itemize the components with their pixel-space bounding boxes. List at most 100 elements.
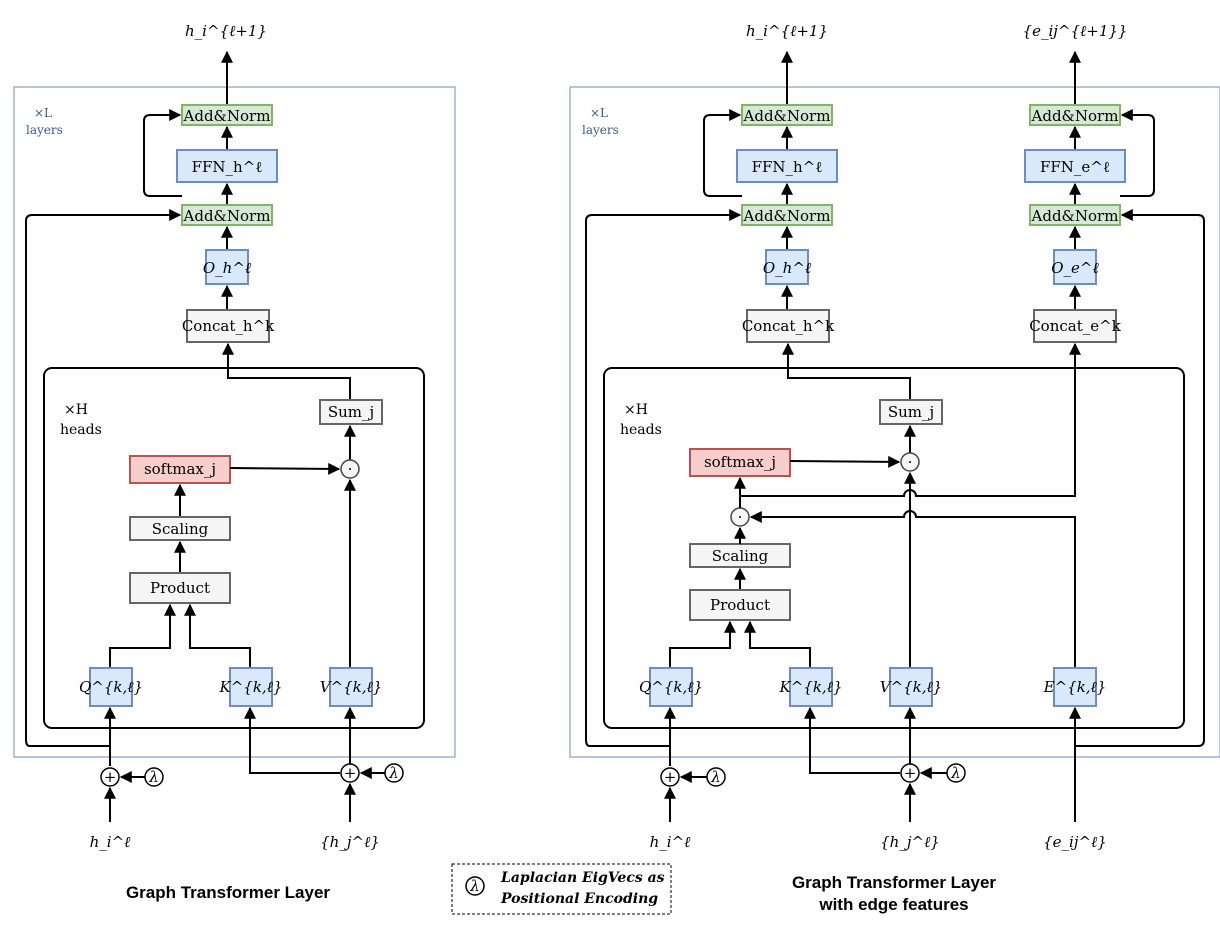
layers-multiplier: ×L xyxy=(34,106,52,120)
legend: λ Laplacian EigVecs as Positional Encodi… xyxy=(451,863,672,915)
plus-operator-hj-edge xyxy=(900,763,920,783)
lambda-hj-edge-label: λ xyxy=(950,764,961,782)
left-caption: Graph Transformer Layer xyxy=(126,883,330,902)
add-norm-top-h-label: Add&Norm xyxy=(743,107,831,125)
add-norm-mid-h-label: Add&Norm xyxy=(743,207,831,225)
ffn-label: FFN_h^ℓ xyxy=(192,158,263,176)
legend-line1: Laplacian EigVecs as xyxy=(500,870,665,886)
lambda-hi-edge-label: λ xyxy=(710,768,721,786)
q-box xyxy=(89,667,133,707)
output-e-label-edge: {e_ij^{ℓ+1}} xyxy=(1023,22,1128,40)
lambda-hj-label: λ xyxy=(388,764,399,782)
output-h-label-edge: h_i^{ℓ+1} xyxy=(746,22,828,40)
q-box-edge xyxy=(649,667,693,707)
legend-line2: Positional Encoding xyxy=(500,891,658,907)
add-norm-top-e-label: Add&Norm xyxy=(1031,107,1119,125)
plus-hj-label: + xyxy=(344,764,357,782)
plus-operator-hi xyxy=(100,767,120,787)
concat-box xyxy=(186,309,270,343)
input-hj-label-edge: {h_j^ℓ} xyxy=(880,833,940,851)
plus-hi-edge-label: + xyxy=(664,768,677,786)
heads-frame xyxy=(43,367,425,729)
softmax-label: softmax_j xyxy=(144,460,216,478)
add-norm-top-label: Add&Norm xyxy=(183,107,271,125)
sum-label-edge: Sum_j xyxy=(888,403,934,421)
ffn-e-box xyxy=(1024,149,1126,183)
scaling-box xyxy=(129,516,231,541)
right-caption-line1: Graph Transformer Layer xyxy=(792,873,996,892)
add-norm-mid-e-label: Add&Norm xyxy=(1031,207,1119,225)
softmax-label-edge: softmax_j xyxy=(704,453,776,471)
o-box xyxy=(205,249,249,285)
add-norm-top-box xyxy=(181,104,273,126)
add-norm-mid-e-box xyxy=(1029,204,1121,226)
o-e-box xyxy=(1053,249,1097,285)
v-box-edge xyxy=(889,667,933,707)
plus-hi-label: + xyxy=(104,768,117,786)
heads-multiplier-edge: ×H xyxy=(624,402,648,418)
plus-operator-hj xyxy=(340,763,360,783)
e-box-edge xyxy=(1053,667,1097,707)
dot-top-label: · xyxy=(908,453,913,471)
q-label-edge: Q^{k,ℓ} xyxy=(639,678,703,696)
add-norm-mid-h-box xyxy=(741,204,833,226)
dot-label: · xyxy=(348,460,353,478)
layers-frame xyxy=(13,86,456,758)
heads-label-edge: heads xyxy=(620,422,662,438)
layers-label: layers xyxy=(26,123,63,137)
k-box xyxy=(229,667,273,707)
concat-e-label: Concat_e^k xyxy=(1029,317,1121,335)
lambda-hi-label: λ xyxy=(148,768,159,786)
k-box-edge xyxy=(789,667,833,707)
plus-hj-edge-label: + xyxy=(904,764,917,782)
input-e-label-edge: {e_ij^ℓ} xyxy=(1043,833,1107,851)
layers-frame-edge xyxy=(569,86,1220,758)
sum-box xyxy=(319,399,383,425)
k-label-edge: K^{k,ℓ} xyxy=(779,678,843,696)
add-norm-top-e-box xyxy=(1029,104,1121,126)
ffn-h-box xyxy=(736,149,838,183)
add-norm-mid-label: Add&Norm xyxy=(183,207,271,225)
plus-operator-hi-edge xyxy=(660,767,680,787)
sum-box-edge xyxy=(879,399,943,425)
product-label: Product xyxy=(150,579,210,597)
o-e-label: O_e^ℓ xyxy=(1051,259,1099,277)
v-label-edge: V^{k,ℓ} xyxy=(880,678,943,696)
ffn-box xyxy=(176,149,278,183)
concat-h-box xyxy=(746,309,830,343)
right-diagram: ×L layers ×H heads h_i^{ℓ+1} {e_ij^{ℓ+1}… xyxy=(569,22,1220,914)
layers-multiplier-edge: ×L xyxy=(590,106,608,120)
heads-frame-edge xyxy=(603,367,1185,729)
right-caption-line2: with edge features xyxy=(818,895,968,914)
concat-label: Concat_h^k xyxy=(182,317,275,335)
add-norm-top-h-box xyxy=(741,104,833,126)
product-box-edge xyxy=(689,589,791,621)
input-hj-label: {h_j^ℓ} xyxy=(320,833,380,851)
layers-label-edge: layers xyxy=(582,123,619,137)
v-box xyxy=(329,667,373,707)
product-box xyxy=(129,572,231,604)
softmax-box-edge xyxy=(689,448,791,477)
concat-h-label: Concat_h^k xyxy=(742,317,835,335)
softmax-box xyxy=(129,455,231,484)
legend-symbol: λ xyxy=(469,877,480,895)
o-h-box xyxy=(765,249,809,285)
legend-lambda-icon xyxy=(465,876,485,896)
ffn-e-label: FFN_e^ℓ xyxy=(1040,158,1110,176)
heads-label: heads xyxy=(60,422,102,438)
dot-operator-top xyxy=(900,452,920,472)
o-h-label: O_h^ℓ xyxy=(763,259,811,277)
q-label: Q^{k,ℓ} xyxy=(79,678,143,696)
concat-e-box xyxy=(1033,309,1117,343)
heads-multiplier: ×H xyxy=(64,402,88,418)
left-diagram: ×L layers ×H heads h_i^{ℓ+1} Add&Norm FF… xyxy=(13,22,456,902)
k-label: K^{k,ℓ} xyxy=(219,678,283,696)
v-label: V^{k,ℓ} xyxy=(320,678,383,696)
legend-box xyxy=(451,863,672,915)
add-norm-mid-box xyxy=(181,204,273,226)
e-label-edge: E^{k,ℓ} xyxy=(1043,678,1107,696)
dot-operator xyxy=(340,459,360,479)
sum-label: Sum_j xyxy=(328,403,374,421)
scaling-label: Scaling xyxy=(152,520,209,538)
